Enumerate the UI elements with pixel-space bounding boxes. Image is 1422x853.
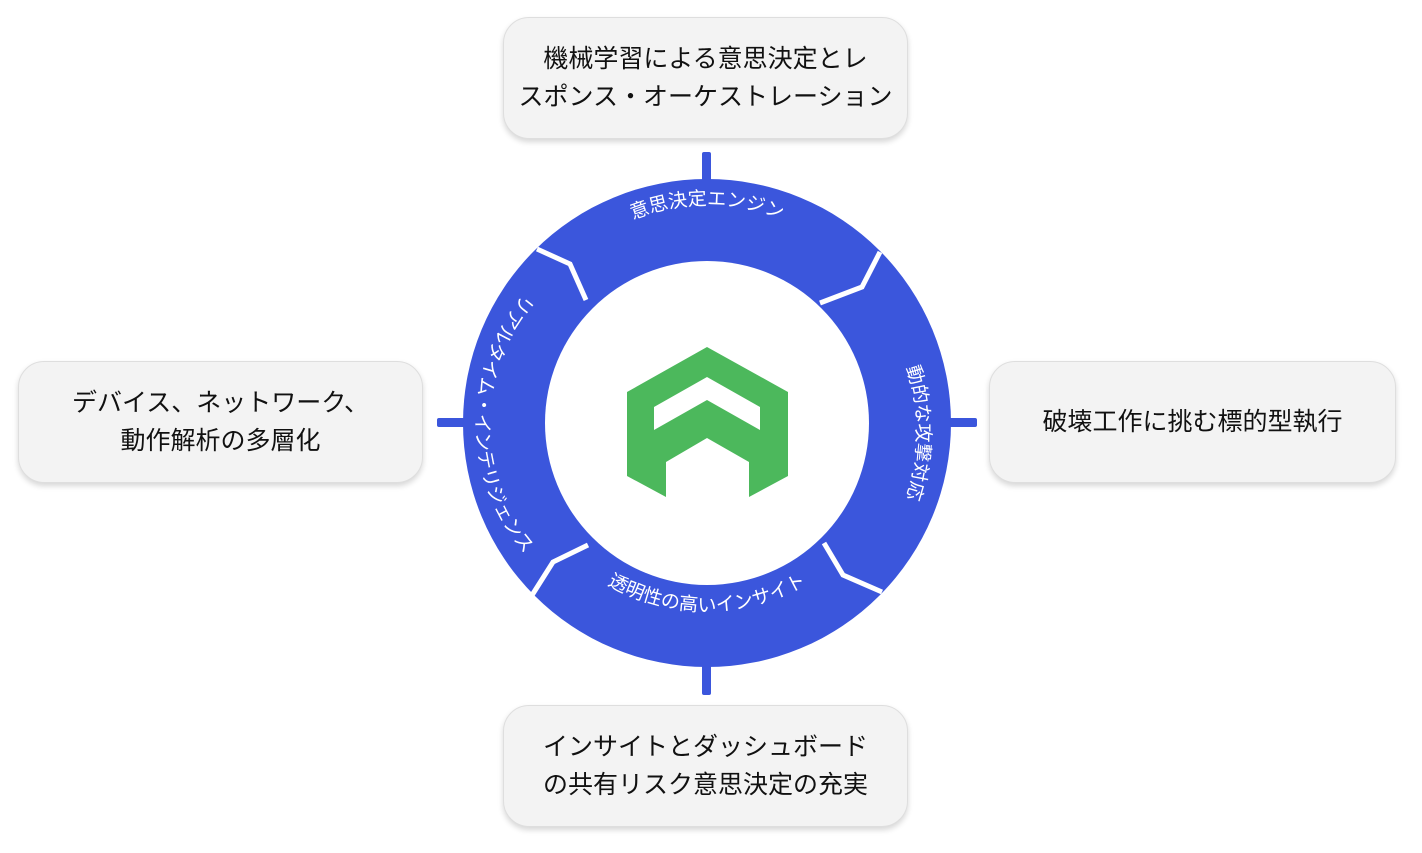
card-top-line-2: スポンス・オーケストレーション [518, 82, 893, 111]
connector-bottom [702, 665, 711, 695]
card-left: デバイス、ネットワーク、 動作解析の多層化 [18, 361, 423, 483]
connector-right [949, 418, 977, 427]
divider-bottom-left [526, 542, 590, 602]
connector-top [702, 152, 711, 188]
segment-dividers [526, 246, 883, 602]
chevron-logo-icon [627, 347, 788, 497]
divider-bottom-right [821, 541, 883, 595]
card-right: 破壊工作に挑む標的型執行 [989, 361, 1396, 483]
card-top-line-1: 機械学習による意思決定とレ [543, 44, 868, 73]
card-right-line-1: 破壊工作に挑む標的型執行 [1042, 407, 1343, 436]
card-left-line-1: デバイス、ネットワーク、 [71, 388, 369, 417]
card-bottom-line-1: インサイトとダッシュボード [542, 732, 868, 761]
divider-top-left [535, 246, 589, 302]
divider-top-right [819, 250, 883, 306]
card-top: 機械学習による意思決定とレ スポンス・オーケストレーション [503, 17, 908, 139]
card-bottom: インサイトとダッシュボード の共有リスク意思決定の充実 [503, 705, 908, 827]
card-left-line-2: 動作解析の多層化 [120, 426, 321, 455]
connectors [437, 152, 977, 695]
connector-left [437, 418, 465, 427]
card-bottom-line-2: の共有リスク意思決定の充実 [542, 770, 868, 799]
